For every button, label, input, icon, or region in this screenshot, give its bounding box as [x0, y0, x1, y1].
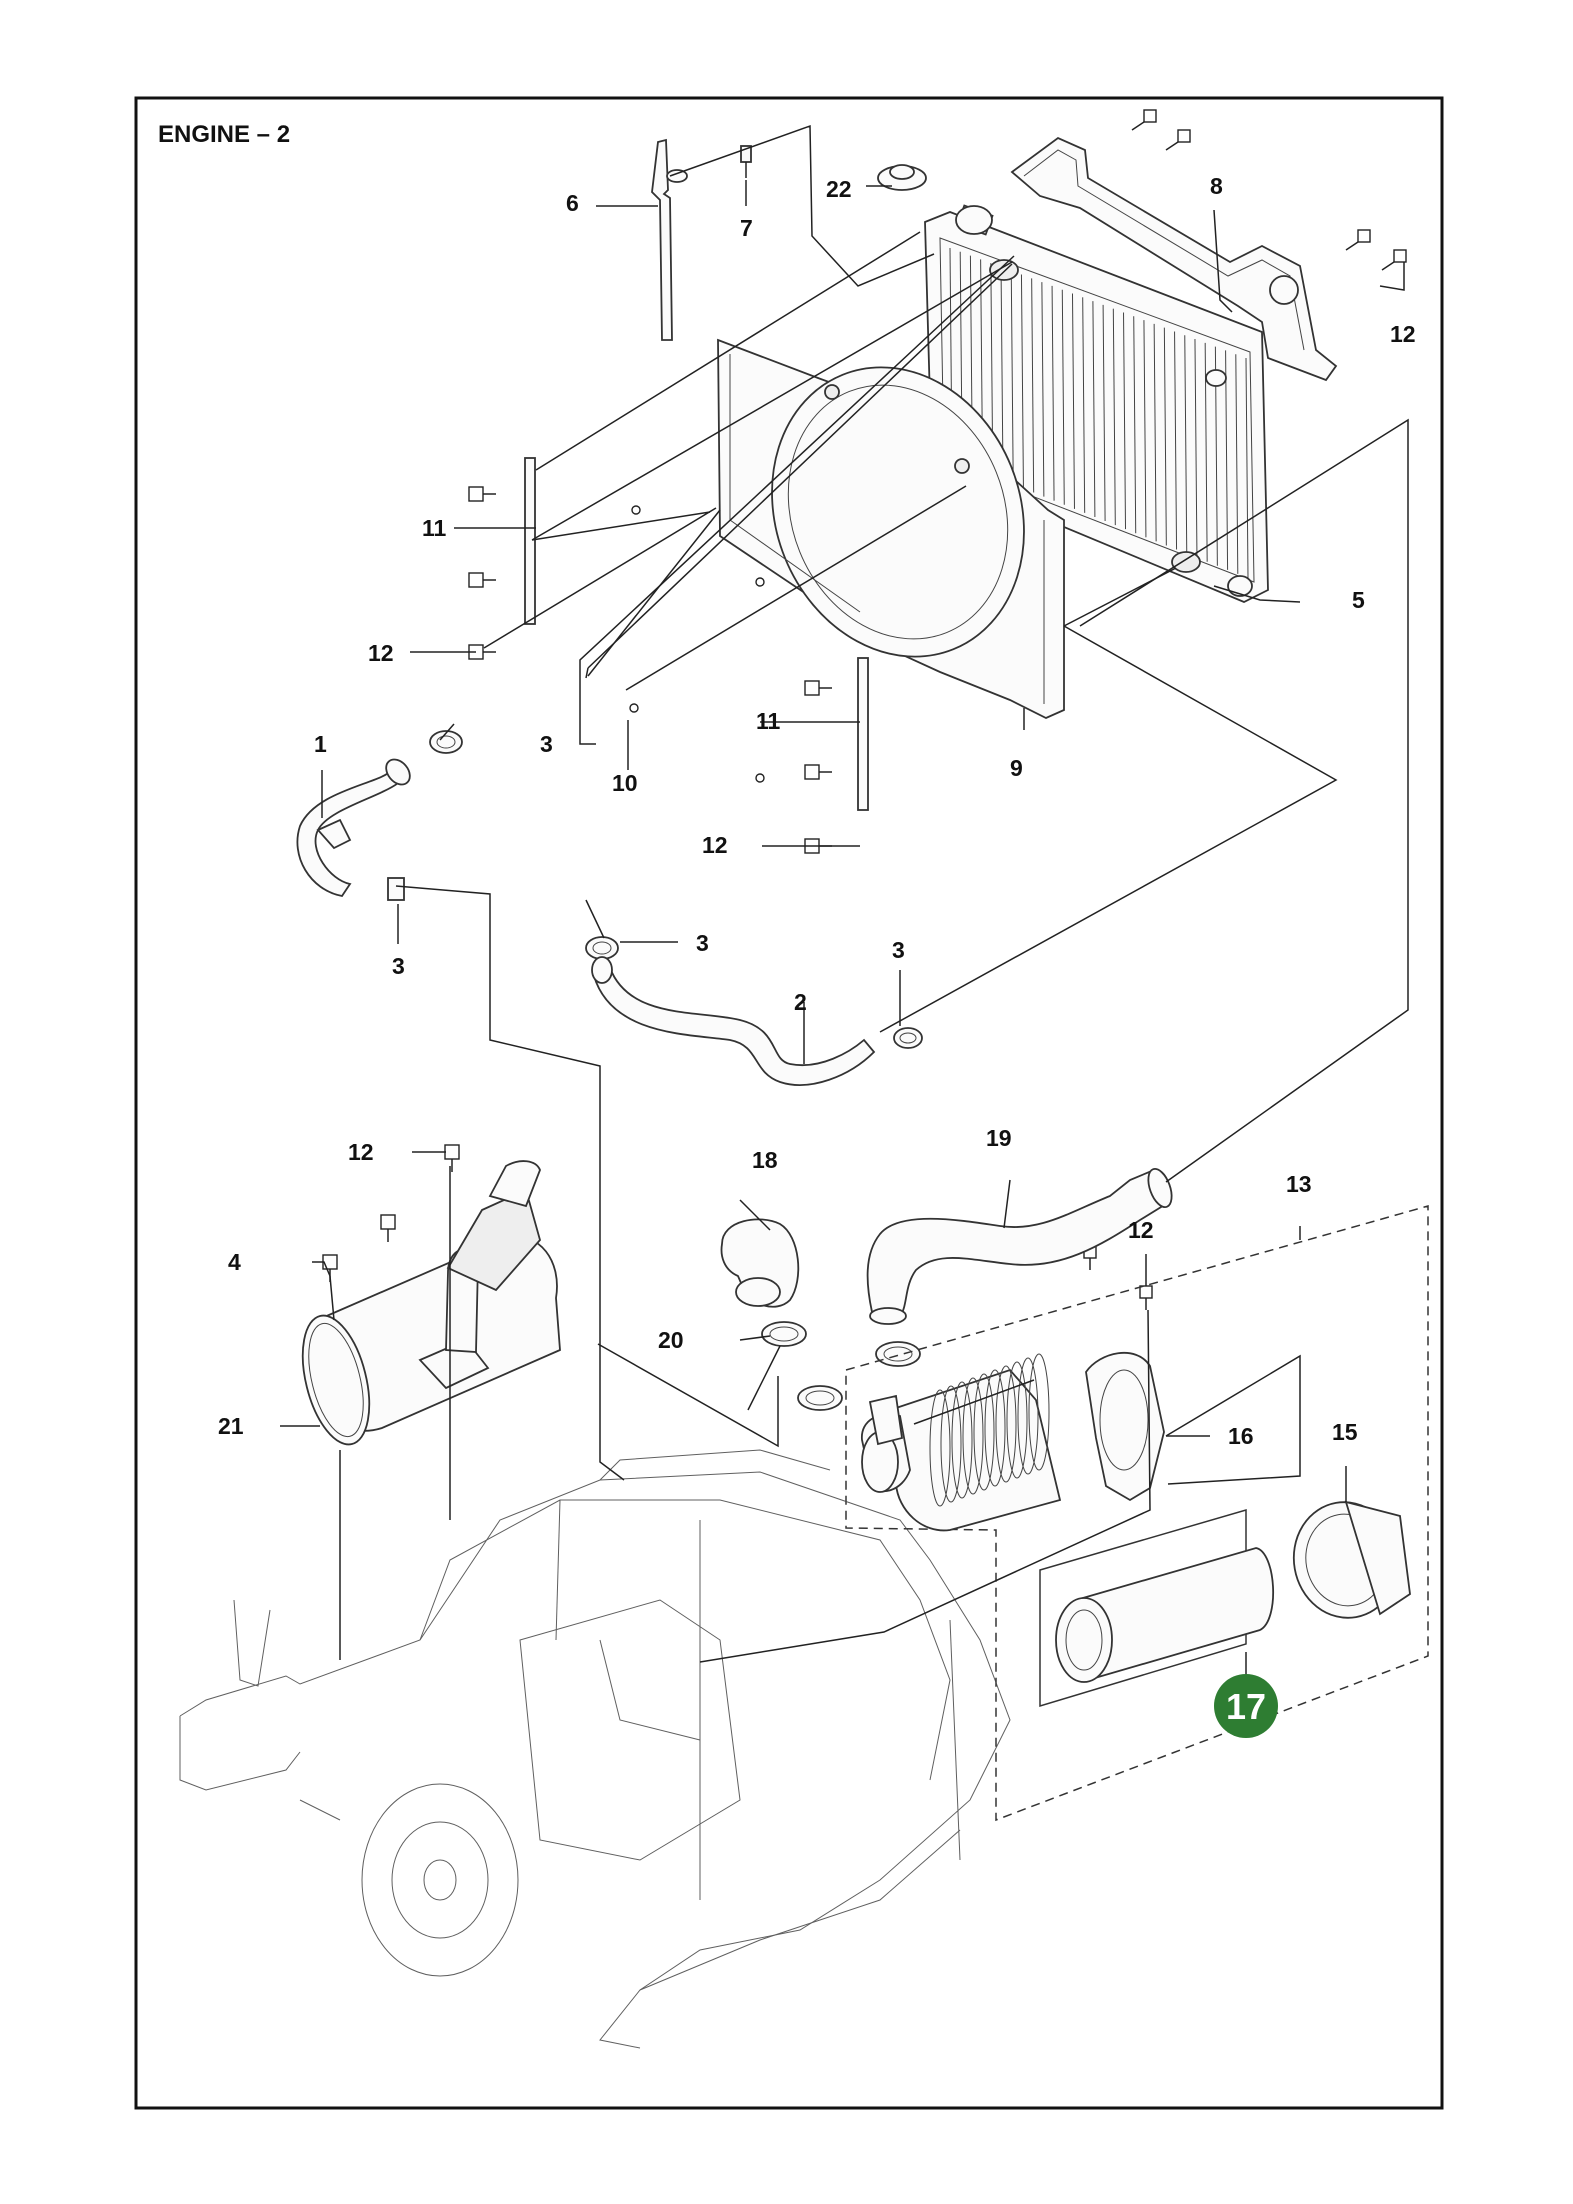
leader-lines: [280, 124, 1409, 1688]
tractor-chassis: [179, 1449, 1011, 2049]
radiator-fin-line: [1143, 320, 1147, 538]
callout-7: 7: [740, 215, 753, 241]
radiator-fin-line: [1082, 297, 1086, 513]
radiator-fin-line: [1163, 327, 1167, 546]
callout-12b: 12: [368, 640, 394, 666]
air-cleaner-rib: [962, 1377, 984, 1495]
callout-19: 19: [986, 1125, 1012, 1151]
air-cleaner-cover: [1292, 1500, 1411, 1619]
air-elbow-18: [720, 1218, 800, 1308]
callout-20: 20: [658, 1327, 684, 1353]
page-title: ENGINE – 2: [158, 121, 290, 148]
air-cleaner-rib: [1006, 1361, 1028, 1479]
highlighted-callout-17[interactable]: 17: [1214, 1674, 1278, 1738]
diagram-frame: [134, 96, 1444, 2110]
callout-21: 21: [218, 1413, 244, 1439]
radiator-fin-line: [1112, 308, 1116, 526]
lower-hose: [296, 758, 411, 897]
callout-4: 4: [228, 1249, 241, 1275]
callout-17-label: 17: [1226, 1686, 1266, 1727]
air-cleaner-rib: [995, 1365, 1017, 1483]
callout-11b: 11: [756, 708, 781, 734]
radiator-fin-line: [1194, 339, 1198, 558]
callout-16: 16: [1228, 1423, 1254, 1449]
overflow-hose: [651, 138, 688, 341]
hose-clamps: [387, 730, 923, 1049]
radiator-fin-line: [1235, 354, 1239, 574]
callout-12a: 12: [1390, 321, 1416, 347]
air-cleaner-rib: [1017, 1357, 1039, 1475]
radiator-fin-line: [1020, 274, 1024, 489]
callout-1: 1: [314, 731, 327, 757]
callout-2: 2: [794, 989, 807, 1015]
callout-10: 10: [612, 770, 638, 796]
radiator-fin-line: [1051, 285, 1055, 501]
callout-8: 8: [1210, 173, 1223, 199]
callout-18: 18: [752, 1147, 778, 1173]
clamp-20: [761, 1321, 921, 1411]
air-cleaner-rib: [929, 1389, 951, 1507]
callout-3c: 3: [696, 930, 709, 956]
bracket-upper: [524, 457, 536, 625]
radiator-fin-line: [1061, 289, 1065, 505]
radiator-gasket: [1010, 136, 1338, 382]
radiator-fin-line: [1153, 323, 1157, 542]
air-cleaner-assembly: [845, 1205, 1429, 1822]
callout-12d: 12: [348, 1139, 374, 1165]
radiator-fin-line: [1041, 282, 1045, 497]
callout-12c: 12: [702, 832, 728, 858]
callout-3d: 3: [892, 937, 905, 963]
callout-22: 22: [826, 176, 852, 202]
radiator-fin-line: [1133, 316, 1137, 534]
radiator-fin-line: [1092, 301, 1096, 517]
radiator-fin-line: [1071, 293, 1075, 509]
radiator-fin-line: [1000, 266, 1004, 481]
radiator-fin-line: [1010, 270, 1014, 485]
air-cleaner-rib: [984, 1369, 1006, 1487]
air-cleaner-ribs: [929, 1353, 1050, 1507]
radiator-fin-line: [1245, 357, 1249, 579]
radiator-fin-line: [1031, 278, 1035, 493]
radiator-fin-line: [1102, 304, 1106, 522]
fan-shroud: [717, 338, 1065, 719]
callout-5: 5: [1352, 587, 1365, 613]
callout-12e: 12: [1128, 1217, 1154, 1243]
intake-hose-19: [866, 1167, 1173, 1325]
radiator-fin-line: [1174, 331, 1178, 550]
hose-clamp-small: [740, 145, 752, 178]
callout-6: 6: [566, 190, 579, 216]
bolts: [322, 109, 1407, 1310]
air-cleaner-rib: [1028, 1353, 1050, 1471]
filter-element: [1039, 1509, 1275, 1708]
radiator-cap: [877, 164, 927, 191]
muffler: [301, 1160, 561, 1446]
bracket-lower: [857, 657, 869, 811]
radiator-fin-line: [1184, 335, 1188, 554]
callout-17-badge: [1214, 1674, 1278, 1738]
callout-9: 9: [1010, 755, 1023, 781]
air-cleaner-bracket: [1085, 1351, 1165, 1502]
air-cleaner-rib: [951, 1381, 973, 1499]
callout-3b: 3: [392, 953, 405, 979]
air-cleaner-rib: [973, 1373, 995, 1491]
callout-11a: 11: [422, 515, 447, 541]
callout-labels: 6 7 22 8 12 11 12 5 1 3 10 11 9 12 3 3 3…: [218, 173, 1416, 1449]
callout-15: 15: [1332, 1419, 1358, 1445]
callout-3a: 3: [540, 731, 553, 757]
air-cleaner-rib: [940, 1385, 962, 1503]
upper-hose: [591, 956, 876, 1086]
callout-13: 13: [1286, 1171, 1312, 1197]
radiator-fin-line: [1123, 312, 1127, 530]
